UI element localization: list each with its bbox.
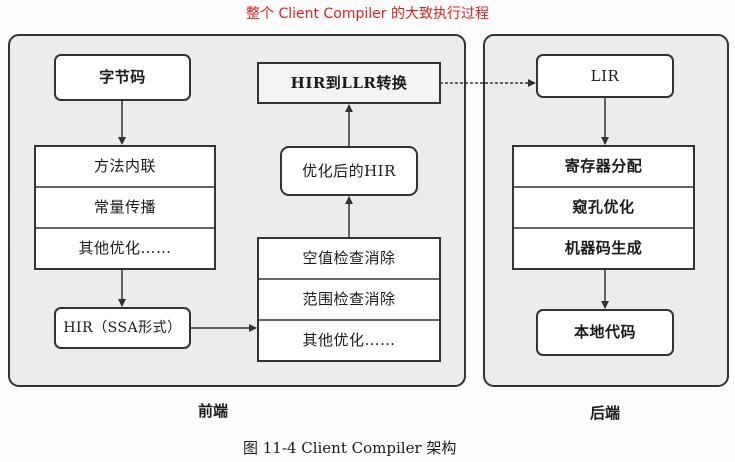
constant-propagation-label: 常量传播	[93, 198, 156, 216]
range-check-elimination-label: 范围检查消除	[302, 290, 396, 308]
null-check-elimination-label: 空值检查消除	[302, 249, 396, 267]
hir-optimization-list-box	[257, 237, 441, 362]
machine-code-generation-label: 机器码生成	[564, 239, 643, 257]
other-optimizations-label: 其他优化……	[78, 239, 172, 257]
page-title: 整个 Client Compiler 的大致执行过程	[246, 6, 489, 22]
figure-caption: 图 11-4 Client Compiler 架构	[243, 439, 457, 457]
peephole-optimization-label: 窥孔优化	[572, 198, 635, 216]
method-inlining-label: 方法内联	[93, 157, 156, 175]
backend-stage-list-box	[512, 145, 695, 270]
register-allocation-label: 寄存器分配	[564, 157, 643, 175]
native-code-box	[536, 309, 674, 356]
backend-panel-label: 后端	[590, 404, 621, 422]
native-code-label: 本地代码	[573, 323, 636, 341]
hir-to-lir-label: HIR到LLR转换	[290, 73, 408, 92]
lir-label: LIR	[590, 66, 620, 85]
frontend-panel-label: 前端	[198, 402, 229, 420]
optimized-hir-label: 优化后的HIR	[302, 161, 396, 180]
bytecode-label: 字节码	[99, 68, 146, 86]
other-hir-optimizations-label: 其他优化……	[302, 331, 396, 349]
optimization-list-box	[34, 145, 216, 270]
hir-ssa-label: HIR（SSA形式）	[63, 320, 182, 336]
